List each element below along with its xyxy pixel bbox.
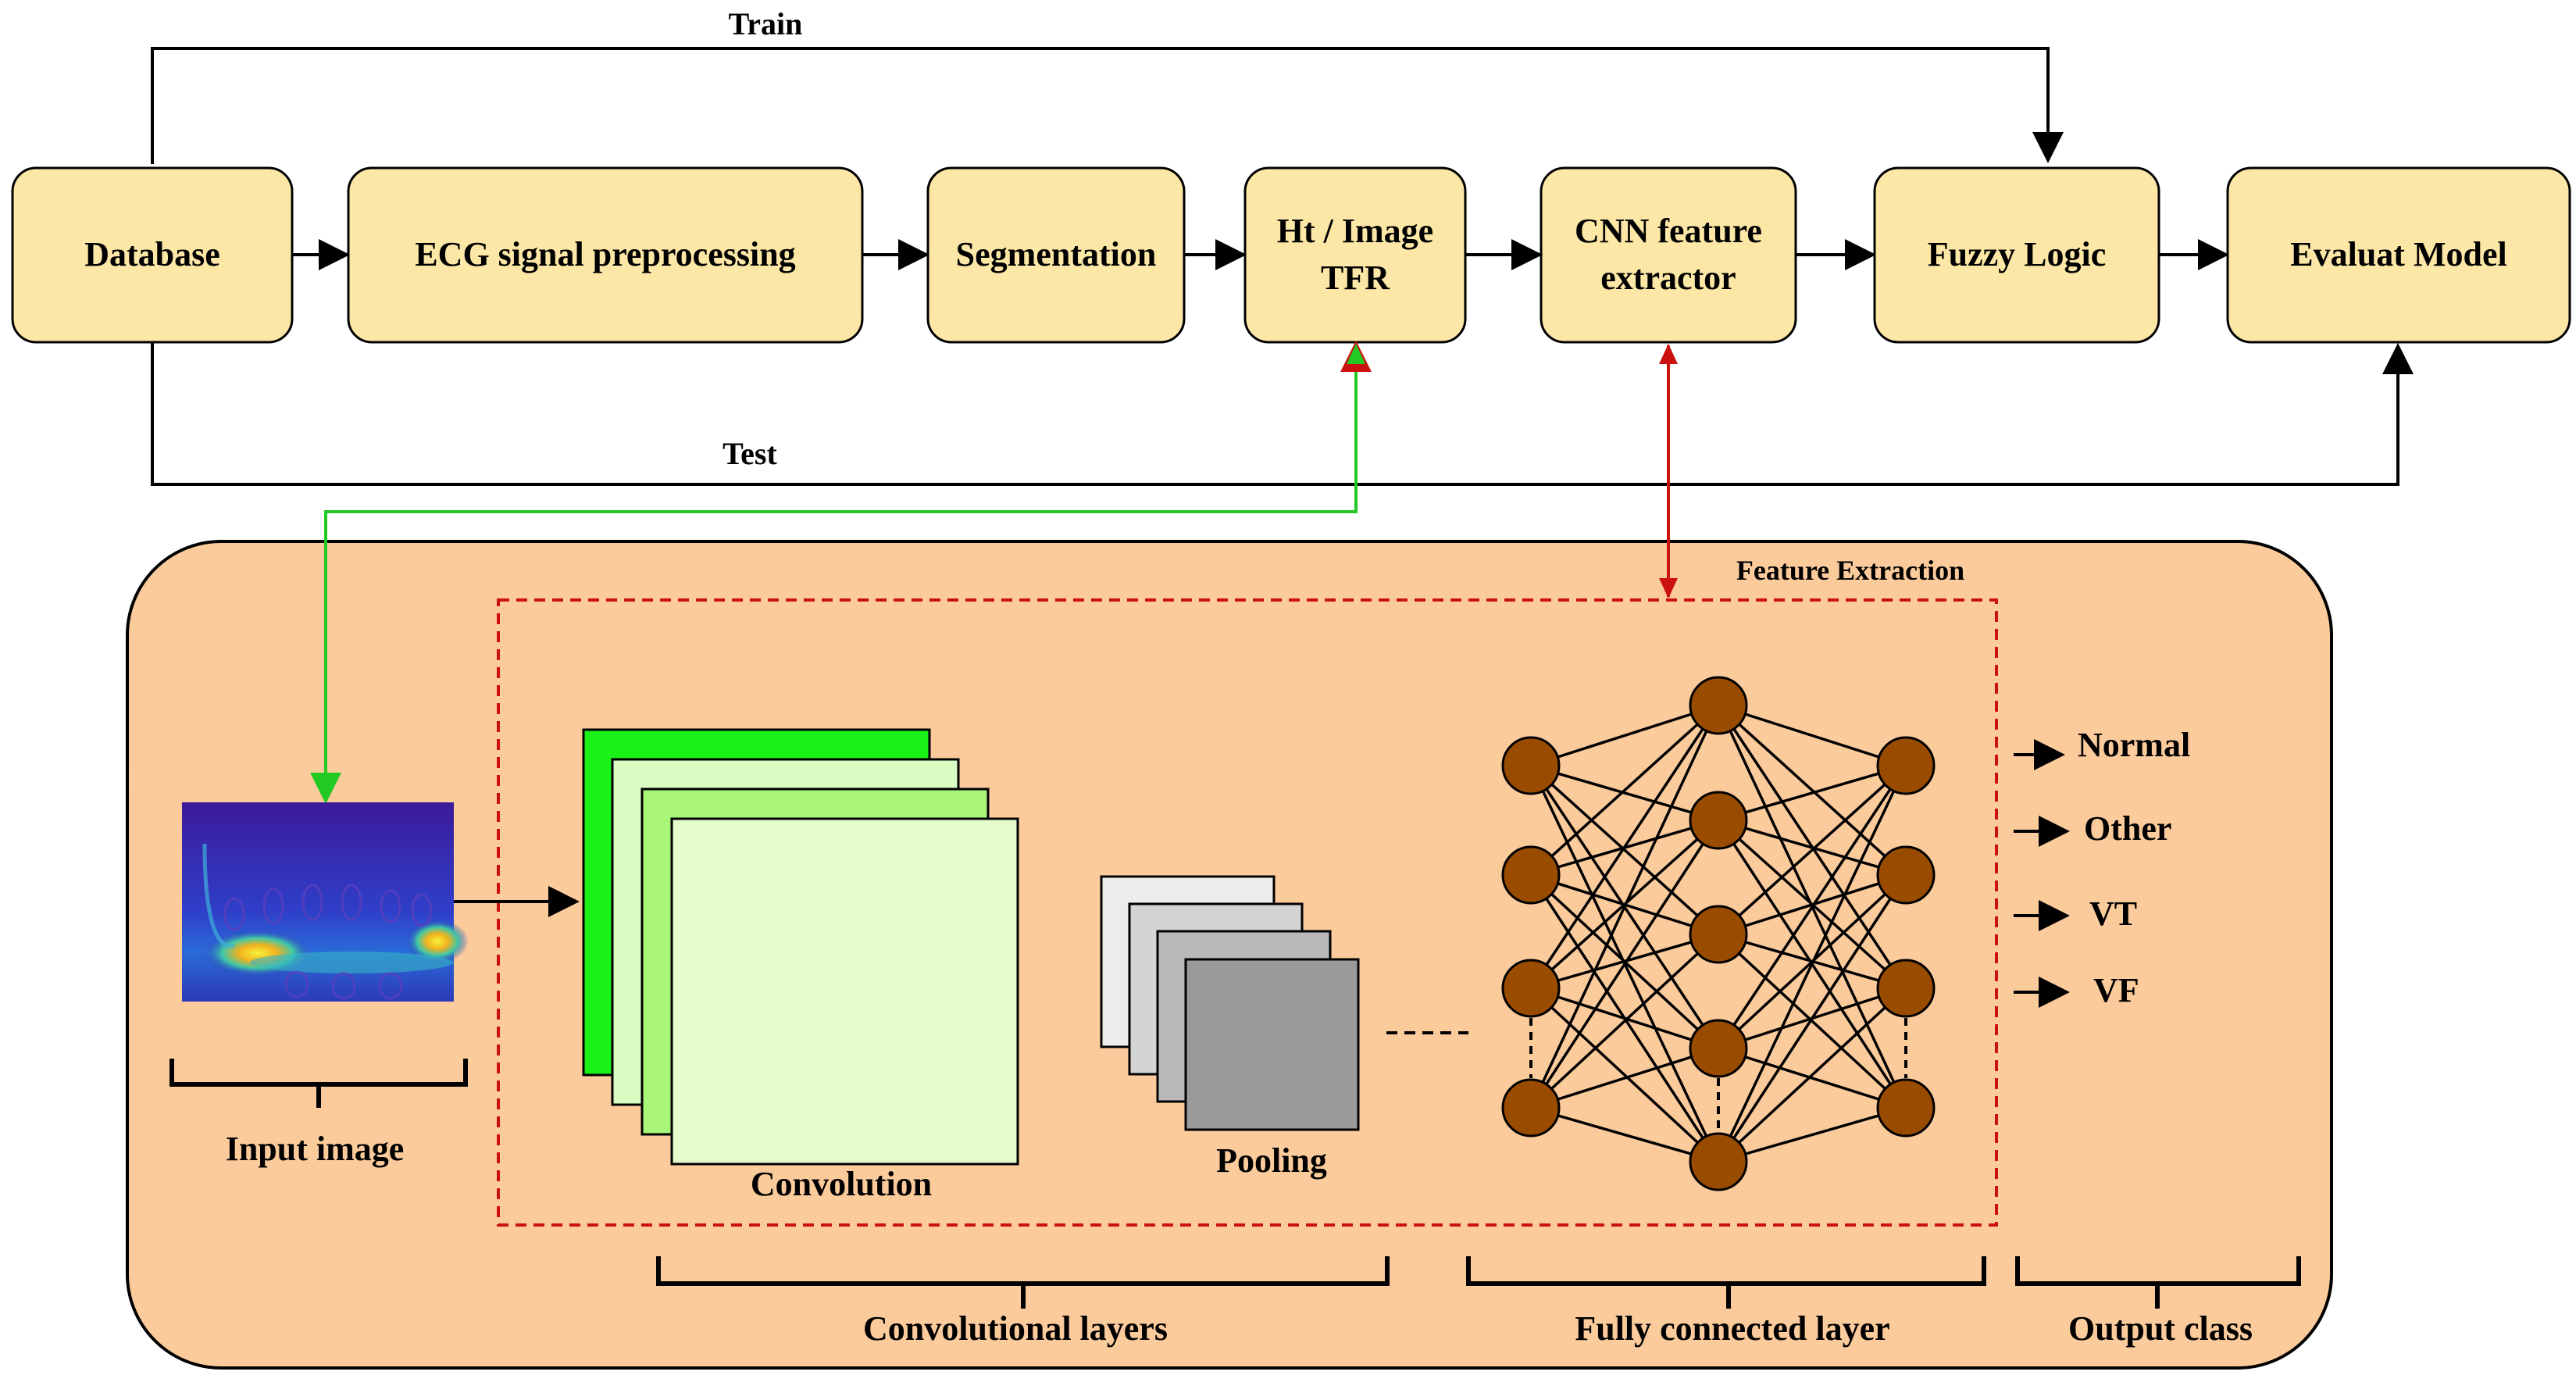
fc-edge: [1530, 1047, 1719, 1109]
convolution-stack: [582, 728, 1019, 1166]
fc-node: [1501, 736, 1561, 795]
convolutional-layers-label: Convolutional layers: [863, 1309, 1168, 1348]
fc-node: [1876, 845, 1936, 905]
fc-edge: [1717, 933, 1907, 1109]
fc-edge: [1718, 1047, 1907, 1109]
tfr-label-line1: Ht / Image: [1277, 212, 1433, 250]
output-class-label: Output class: [2068, 1309, 2253, 1348]
convolution-label: Convolution: [751, 1165, 932, 1203]
fully-connected-bracket: [1466, 1256, 1986, 1309]
output-normal-label: Normal: [2078, 726, 2190, 764]
output-vf: VF: [2014, 971, 2139, 1009]
fc-node: [1876, 959, 1936, 1018]
fc-edge: [1718, 819, 1907, 877]
fc-edge: [1529, 933, 1720, 1109]
output-normal: Normal: [2014, 726, 2190, 770]
fc-edge: [1529, 820, 1720, 1109]
fc-edge: [1717, 704, 1907, 877]
cnn-box: CNN feature extractor: [1540, 166, 1797, 344]
fc-edge: [1529, 764, 1720, 936]
output-vt: VT: [2014, 895, 2137, 933]
green-arrow-path: [310, 341, 1372, 804]
output-vt-label: VT: [2089, 895, 2137, 933]
fc-edge: [1718, 764, 1907, 822]
fuzzy-label: Fuzzy Logic: [1928, 235, 2107, 273]
output-other-label: Other: [2084, 809, 2171, 848]
fc-edge: [1717, 765, 1907, 1162]
fc-node: [1876, 736, 1936, 795]
output-class-bracket: [2015, 1256, 2301, 1309]
green-arrowhead-up: [1347, 344, 1365, 364]
fc-edge: [1529, 705, 1720, 989]
fc-edge: [1529, 987, 1720, 1163]
segmentation-box: Segmentation: [926, 166, 1186, 344]
cnn-label-line1: CNN feature: [1575, 212, 1762, 250]
fc-node: [1876, 1078, 1936, 1138]
test-path: [151, 342, 2414, 486]
pooling-stack: [1100, 875, 1360, 1131]
fc-edge: [1717, 874, 1907, 1162]
preprocessing-box: ECG signal preprocessing: [347, 166, 864, 344]
fc-nodes: [1501, 676, 1936, 1191]
fc-edge: [1529, 705, 1720, 1109]
fc-node: [1689, 905, 1748, 964]
fully-connected-label: Fully connected layer: [1575, 1309, 1889, 1348]
fc-edge: [1530, 933, 1719, 990]
fc-edge: [1530, 987, 1719, 1050]
fc-edge: [1530, 704, 1719, 767]
fc-node-dashes: [1529, 1018, 1907, 1132]
output-vf-label: VF: [2093, 971, 2139, 1009]
red-arrowhead-up: [1659, 344, 1678, 364]
fc-edge: [1718, 1106, 1907, 1163]
preprocessing-label: ECG signal preprocessing: [415, 235, 795, 273]
evaluate-box: Evaluat Model: [2226, 166, 2571, 344]
output-other: Other: [2014, 809, 2171, 848]
fc-edge: [1717, 987, 1907, 1163]
segmentation-label: Segmentation: [956, 235, 1157, 273]
train-label: Train: [729, 6, 803, 41]
tfr-box: Ht / Image TFR: [1243, 166, 1467, 344]
fc-node: [1689, 1019, 1748, 1078]
feature-extraction-label: Feature Extraction: [1736, 555, 1964, 586]
input-image-label: Input image: [226, 1130, 405, 1168]
fc-node: [1689, 791, 1748, 850]
fc-node: [1689, 1132, 1748, 1191]
fc-edge: [1530, 764, 1719, 822]
fc-edge: [1529, 704, 1720, 877]
fc-edge: [1717, 764, 1907, 936]
test-label: Test: [722, 436, 777, 471]
convolutional-layers-bracket: [656, 1256, 1390, 1309]
fc-edge: [1717, 765, 1907, 1049]
fuzzy-box: Fuzzy Logic: [1873, 166, 2160, 344]
database-box: Database: [11, 166, 294, 344]
tfr-label-line2: TFR: [1321, 259, 1390, 297]
fc-edge: [1718, 704, 1907, 767]
input-image-bracket: [169, 1059, 468, 1108]
cnn-label-line2: extractor: [1600, 259, 1736, 297]
fc-node: [1501, 1078, 1561, 1138]
red-arrowhead-down: [1659, 578, 1678, 598]
fc-edge: [1530, 1106, 1719, 1163]
fc-node: [1501, 959, 1561, 1018]
fc-edges: [1529, 704, 1907, 1163]
fc-node: [1689, 676, 1748, 735]
pooling-label: Pooling: [1216, 1141, 1327, 1180]
database-label: Database: [84, 235, 220, 273]
fc-node: [1501, 845, 1561, 905]
evaluate-label: Evaluat Model: [2290, 235, 2506, 273]
input-image: [182, 802, 469, 1002]
train-path: [151, 47, 2064, 164]
